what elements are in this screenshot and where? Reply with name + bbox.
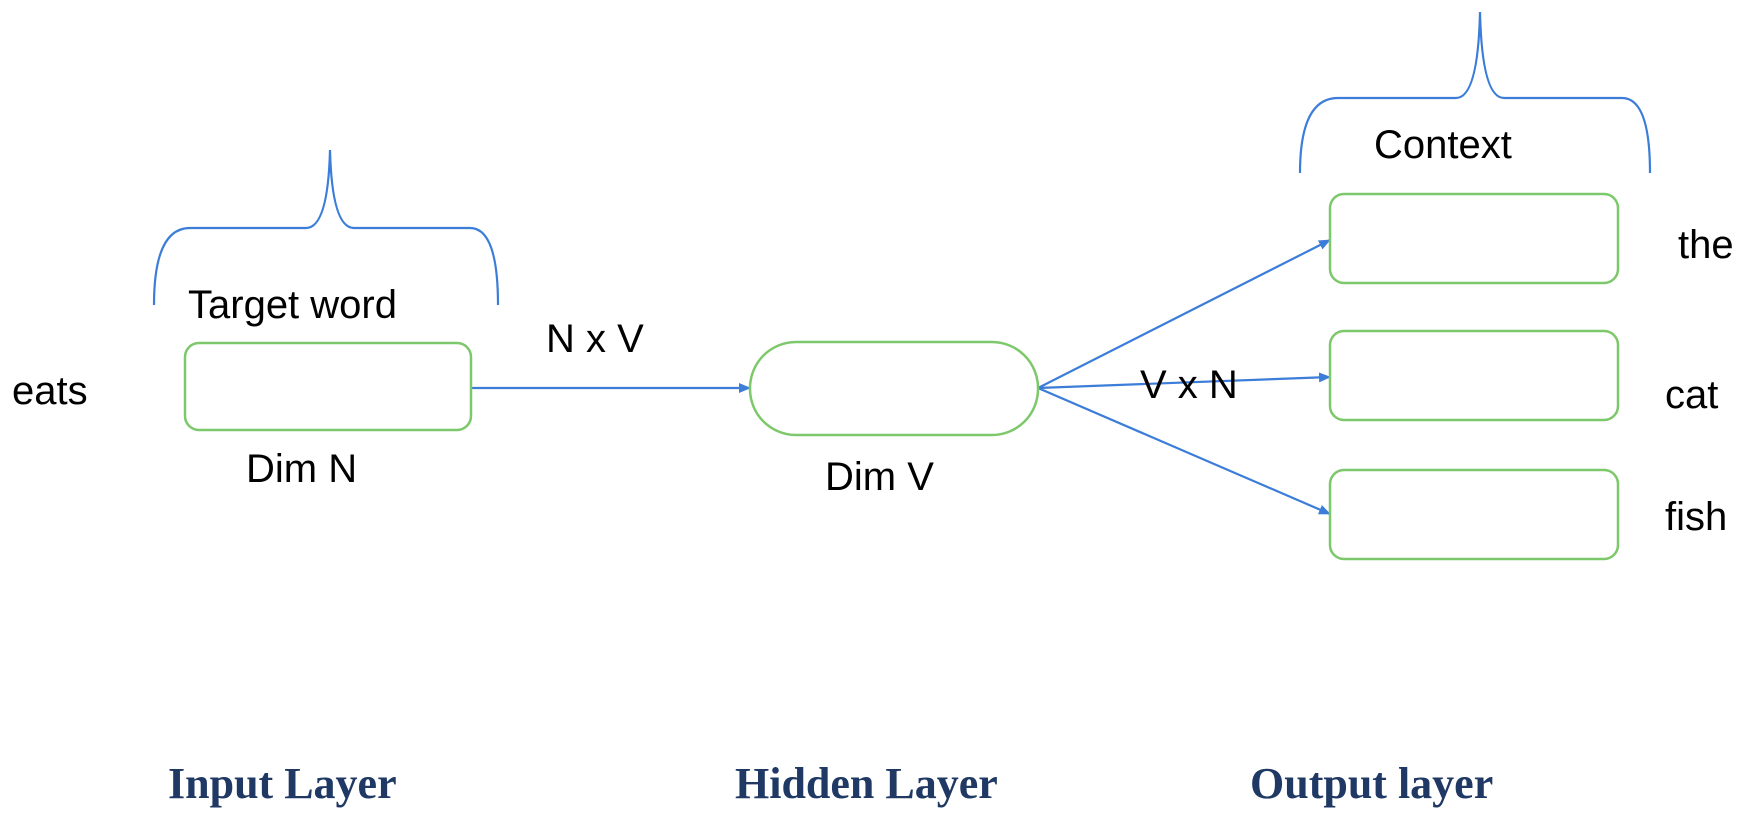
output-word-the: the <box>1678 223 1734 267</box>
input-word-label: eats <box>12 369 88 413</box>
edge-hidden-fish <box>1037 386 1331 516</box>
hidden-output-weight-label: V x N <box>1140 363 1238 407</box>
hidden-layer-title: Hidden Layer <box>735 759 998 808</box>
edge-hidden-the <box>1037 239 1331 389</box>
hidden-dim-label: Dim V <box>825 455 934 499</box>
output-layer-title: Output layer <box>1250 759 1493 808</box>
target-word-brace <box>152 149 500 306</box>
input-node <box>183 341 473 432</box>
input-layer-title: Input Layer <box>168 759 397 808</box>
edge-hidden-cat <box>1037 372 1331 390</box>
context-label: Context <box>1374 123 1512 167</box>
output-node-cat <box>1328 329 1620 422</box>
context-brace <box>1298 11 1652 174</box>
output-node-the <box>1328 192 1620 285</box>
output-node-fish <box>1328 468 1620 561</box>
output-word-cat: cat <box>1665 373 1718 417</box>
input-hidden-weight-label: N x V <box>546 317 644 361</box>
output-word-fish: fish <box>1665 495 1727 539</box>
target-word-label: Target word <box>188 283 397 327</box>
hidden-node <box>748 340 1040 437</box>
input-dim-label: Dim N <box>246 447 357 491</box>
